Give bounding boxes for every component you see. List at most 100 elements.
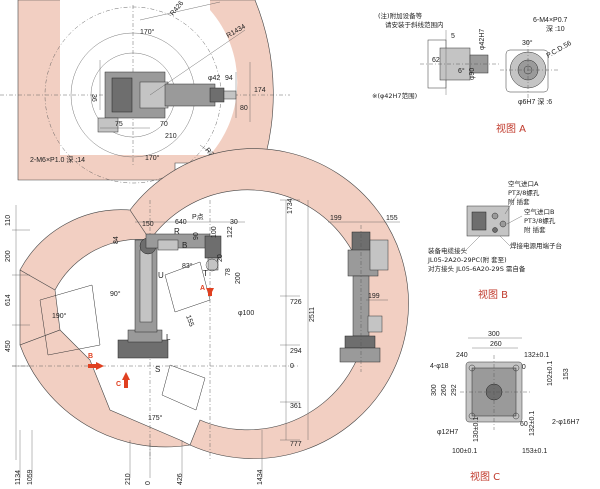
- axis-l-label: L: [166, 333, 171, 342]
- dim-phi100: φ100: [238, 310, 254, 317]
- c-dim-260v: 260: [441, 384, 448, 396]
- dim-155: 155: [184, 314, 195, 327]
- dim-bottom-426: 426: [177, 473, 184, 485]
- c-dim-292: 292: [451, 384, 458, 396]
- top-view: 170° 170° R426 R1434 R270 φ42 94 36 174 …: [0, 0, 290, 184]
- dim-bottom-1434: 1434: [257, 469, 264, 485]
- rear-dim-199-top: 199: [330, 215, 342, 222]
- weld-terminal-label: 焊接电源用端子台: [510, 241, 562, 250]
- arrow-a-label: A: [200, 285, 205, 292]
- dim-30: 30: [230, 219, 238, 226]
- view-c-caption: 视图 C: [470, 470, 500, 483]
- rear-view: 199 155 199: [328, 215, 400, 372]
- view-a-d62: 62: [432, 57, 440, 64]
- dim-83: 83°: [182, 262, 193, 270]
- d174-label: 174: [254, 87, 266, 94]
- angle-190: 190°: [52, 312, 67, 320]
- view-b: 空气进口A PT3/8螺孔 附 插套 空气进口B PT3/8螺孔 附 插套 装备…: [427, 179, 562, 301]
- view-a-d5: 5: [451, 33, 455, 40]
- pt3-a: PT3/8螺孔: [508, 188, 540, 197]
- arrow-b-icon: [96, 362, 104, 370]
- c-dim-260: 260: [490, 341, 502, 348]
- c-dim-132b: 132±0.1: [529, 411, 536, 436]
- air-inlet-a: 空气进口A: [508, 179, 539, 188]
- d42-label: φ42: [208, 75, 220, 82]
- dim-90: 90: [193, 232, 200, 240]
- dim-bottom-1134: 1134: [15, 470, 22, 485]
- rear-dim-199-mid: 199: [368, 293, 380, 300]
- axis-r-label: R: [174, 227, 180, 236]
- dim-right-361: 361: [290, 403, 302, 410]
- c-dim-300: 300: [488, 331, 500, 338]
- d75-label: 75: [115, 121, 123, 128]
- rear-dim-155: 155: [386, 215, 398, 222]
- view-a-caption: 视图 A: [496, 122, 526, 135]
- dim-right-0: 0: [290, 363, 294, 370]
- axis-t-label: T: [203, 269, 208, 278]
- view-a-pcd: P.C.D.56: [546, 40, 573, 60]
- d70-label: 70: [160, 121, 168, 128]
- bottom-angle-label: 170°: [145, 154, 160, 162]
- angle-90: 90°: [110, 290, 121, 298]
- view-a-d90: φ90: [469, 68, 476, 80]
- c-dim-60b: 60: [520, 421, 528, 428]
- view-a-angle30: 30°: [522, 39, 533, 47]
- d80-label: 80: [240, 105, 248, 112]
- axis-b-label: B: [182, 241, 187, 250]
- d36-label: 36: [90, 94, 97, 102]
- air-inlet-b: 空气进口B: [524, 207, 554, 216]
- top-angle-label: 170°: [140, 28, 155, 36]
- plug-a: 附 插套: [508, 197, 530, 206]
- c-dim-12h7: φ12H7: [437, 429, 458, 436]
- dim-bottom-0: 0: [145, 481, 152, 485]
- view-a-angle6: 6°: [458, 67, 465, 75]
- view-a: (注)附加设备等 请安装于斜线范围内 5 φ42H7 φ90 62 6° ※(φ…: [372, 11, 573, 135]
- connector-label: 装备电缆接头: [428, 246, 468, 255]
- dim-bottom-1059: 1059: [27, 469, 34, 485]
- axis-u-label: U: [158, 271, 164, 280]
- dim-84: 84: [113, 236, 120, 244]
- view-b-caption: 视图 B: [478, 288, 508, 301]
- pt3-b: PT3/8螺孔: [524, 216, 556, 225]
- c-dim-132a: 132±0.1: [524, 352, 549, 359]
- dim-left-110: 110: [5, 215, 12, 226]
- side-view: A B C R B U T L S 150 640 P点 30 110 200 …: [5, 148, 409, 485]
- dim-100: 100: [211, 226, 218, 238]
- dim-78: 78: [225, 268, 232, 276]
- dim-right-294: 294: [290, 348, 302, 355]
- p-point-label: P点: [192, 213, 204, 221]
- c-dim-2phi16: 2-φ16H7: [552, 419, 580, 426]
- c-dim-100: 100±0.1: [452, 448, 477, 455]
- c-dim-153: 153: [563, 368, 570, 380]
- view-a-note-1: (注)附加设备等: [378, 11, 423, 20]
- dim-right-777: 777: [290, 441, 302, 448]
- view-a-m4-depth: 深 :10: [546, 24, 565, 33]
- view-a-note-bottom: ※(φ42H7范围): [372, 91, 417, 100]
- c-dim-300v: 300: [431, 384, 438, 396]
- d210-label: 210: [165, 133, 177, 140]
- connector-model: JL05-2A20-29PC(附 套至): [427, 255, 507, 264]
- c-dim-4phi18: 4-φ18: [430, 363, 449, 370]
- angle-175: 175°: [148, 414, 163, 422]
- view-a-note-2: 请安装于斜线范围内: [385, 20, 444, 29]
- dim-right-2511: 2511: [309, 307, 316, 322]
- dim-200: 200: [235, 272, 242, 284]
- d94-label: 94: [225, 75, 233, 82]
- dim-right-1734: 1734: [287, 198, 294, 214]
- plug-b: 附 插套: [524, 225, 546, 234]
- arrow-c-label: C: [116, 381, 121, 388]
- c-dim-102: 102±0.1: [547, 361, 554, 386]
- view-c: 300 260 240 132±0.1 4-φ18 60 102±0.1 153…: [430, 331, 580, 483]
- view-a-m4: 6-M4×P0.7: [533, 17, 568, 24]
- dim-left-614: 614: [5, 294, 12, 306]
- dim-left-450: 450: [5, 340, 12, 352]
- dim-bottom-210: 210: [125, 473, 132, 485]
- arrow-c-icon: [122, 372, 130, 380]
- view-a-d42h7: φ42H7: [479, 29, 486, 50]
- dim-left-200: 200: [5, 250, 12, 262]
- tap-note: 2-M6×P1.0 深 :14: [30, 155, 85, 164]
- c-dim-130: 130±0.1: [473, 417, 480, 442]
- c-dim-240: 240: [456, 352, 468, 359]
- c-dim-153b: 153±0.1: [522, 448, 547, 455]
